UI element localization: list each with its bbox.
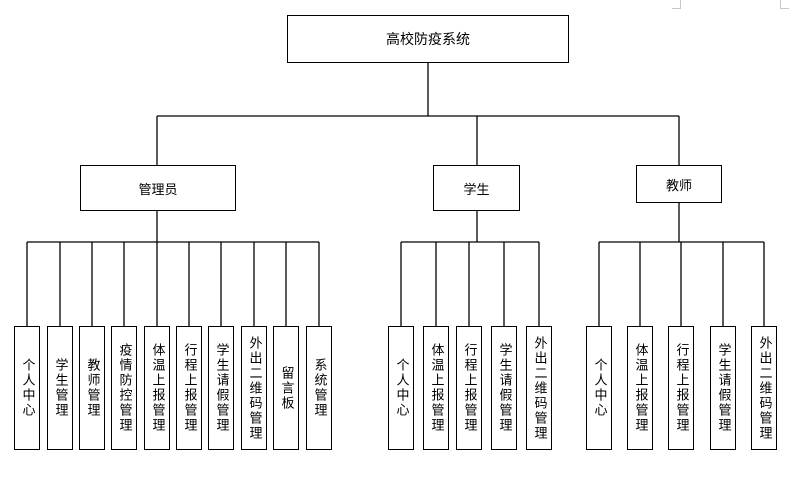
student-item-qrcode-mgmt: 外出二维码管理 bbox=[526, 326, 552, 450]
teacher-item-leave-mgmt: 学生请假管理 bbox=[710, 326, 736, 450]
admin-item-temperature-mgmt: 体温上报管理 bbox=[144, 326, 170, 450]
teacher-item-itinerary-mgmt: 行程上报管理 bbox=[668, 326, 694, 450]
admin-item-teacher-mgmt: 教师管理 bbox=[79, 326, 105, 450]
student-item-itinerary-mgmt: 行程上报管理 bbox=[456, 326, 482, 450]
admin-item-leave-mgmt: 学生请假管理 bbox=[208, 326, 234, 450]
student-item-temperature-mgmt: 体温上报管理 bbox=[423, 326, 449, 450]
admin-item-qrcode-mgmt: 外出二维码管理 bbox=[241, 326, 267, 450]
student-item-personal-center: 个人中心 bbox=[388, 326, 414, 450]
page-corner-mark bbox=[672, 0, 681, 9]
admin-item-epidemic-mgmt: 疫情防控管理 bbox=[111, 326, 137, 450]
teacher-item-personal-center: 个人中心 bbox=[586, 326, 612, 450]
student-item-leave-mgmt: 学生请假管理 bbox=[491, 326, 517, 450]
role-node-student: 学生 bbox=[433, 165, 520, 211]
role-node-teacher: 教师 bbox=[636, 165, 722, 203]
admin-item-system-mgmt: 系统管理 bbox=[306, 326, 332, 450]
admin-item-message-board: 留言板 bbox=[273, 326, 299, 450]
role-node-admin: 管理员 bbox=[80, 165, 236, 211]
teacher-item-qrcode-mgmt: 外出二维码管理 bbox=[751, 326, 777, 450]
teacher-item-temperature-mgmt: 体温上报管理 bbox=[627, 326, 653, 450]
root-node: 高校防疫系统 bbox=[287, 15, 569, 63]
page-corner-mark bbox=[780, 0, 789, 9]
admin-item-student-mgmt: 学生管理 bbox=[47, 326, 73, 450]
admin-item-personal-center: 个人中心 bbox=[14, 326, 40, 450]
admin-item-itinerary-mgmt: 行程上报管理 bbox=[176, 326, 202, 450]
